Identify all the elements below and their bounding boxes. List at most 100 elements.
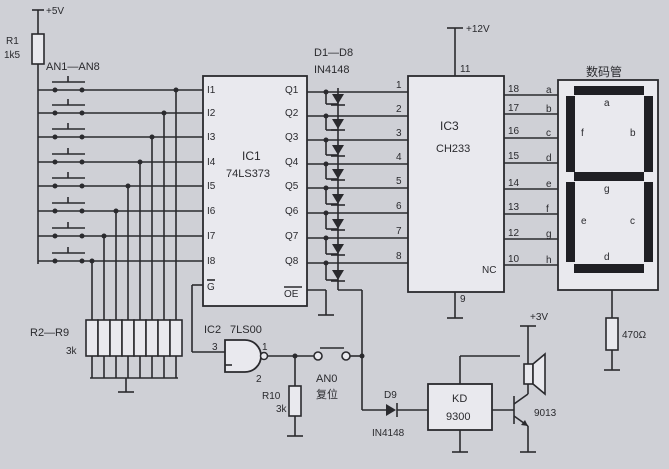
ic3-line-f: f [546,204,549,215]
ic1-name: IC1 [242,149,261,163]
ic3-pin-10: 10 [508,254,520,265]
ic3-pin-16: 16 [508,126,520,137]
ic1-pin-q4: Q4 [285,157,299,168]
segment-a [574,86,644,95]
ic3-pin-4: 4 [396,152,402,163]
ic3-line-b: b [546,104,552,115]
segment-c [644,182,653,262]
ic1-pin-i8: I8 [207,256,216,267]
r1-section: +5V R1 1k5 AN1—AN8 [4,6,100,264]
r2-r9-name: R2—R9 [30,327,69,339]
ic1-pin-q7: Q7 [285,231,299,242]
ic1-pin-q6: Q6 [285,206,299,217]
ic3-pin-13: 13 [508,202,520,213]
ic3-pin-18: 18 [508,84,520,95]
an0-name: AN0 [316,373,337,385]
diode-d9: D9 IN4148 [362,390,428,439]
r1-name: R1 [6,36,19,47]
ic3-pin-5: 5 [396,176,402,187]
ic3-pin-9: 9 [460,294,466,305]
ic3-pin-12: 12 [508,228,520,239]
pushbutton-5[interactable] [38,172,85,189]
segment-d [574,264,644,273]
segment-g [574,172,644,181]
resistor-470-value: 470Ω [622,330,647,341]
seg-label-b: b [630,128,636,139]
plus12v-label: +12V [466,24,490,35]
ic2-pin-2: 2 [256,374,262,385]
seg-label-c: c [630,216,635,227]
transistor-part: 9013 [534,408,557,419]
ic3-line-d: d [546,153,552,164]
ic3-pin-15: 15 [508,151,520,162]
seg-label-e: e [581,216,587,227]
ic1-chip: IC1 74LS373 I1 I2 I3 I4 I5 I6 I7 I8 G Q1… [191,75,334,353]
pushbutton-2[interactable] [38,99,85,116]
pushbutton-4[interactable] [38,148,85,165]
ic3-line-c: c [546,128,551,139]
ic2-part: 7LS00 [230,324,262,336]
buttons-label: AN1—AN8 [46,61,100,73]
kd-chip: KD 9300 [427,355,520,453]
ic2-pin-1: 1 [262,342,268,353]
ic3-pin-1: 1 [396,80,402,91]
ic3-line-a: a [546,85,552,96]
ic1-pin-q2: Q2 [285,108,299,119]
reset-switch-an0[interactable]: AN0 复位 [313,347,365,401]
ic3-pin-2: 2 [396,104,402,115]
ic1-pin-q8: Q8 [285,256,299,267]
seg-label-f: f [581,128,584,139]
ic3-pin-11: 11 [460,64,471,75]
pushbutton-7[interactable] [38,222,85,239]
seg-label-d: d [604,252,610,263]
pushbutton-3[interactable] [38,123,85,140]
seg-label-a: a [604,98,610,109]
ic3-part: CH233 [436,143,470,155]
ic1-pin-i7: I7 [207,231,216,242]
ic3-name: IC3 [440,119,459,133]
an0-label: 复位 [316,387,338,401]
d9-name: D9 [384,390,397,401]
ic1-pin-g: G [207,282,215,293]
resistor-470 [605,317,619,351]
ic2-gate: IC2 7LS00 3 1 2 [204,324,314,386]
ic3-pin-6: 6 [396,201,402,212]
r10-name: R10 [262,391,281,402]
ic3-line-h: h [546,255,552,266]
pushbutton-1[interactable] [38,76,85,93]
ic3-pin-3: 3 [396,128,402,139]
pushbutton-6[interactable] [38,197,85,214]
ic3-line-g: g [546,229,552,240]
r10-value: 3k [276,404,288,415]
ic1-pin-i3: I3 [207,132,216,143]
seg-label-g: g [604,184,610,195]
segment-f [566,96,575,172]
r2-r9-value: 3k [66,346,78,357]
r1-value: 1k5 [4,50,21,61]
ic3-line-e: e [546,179,552,190]
r1-resistor [31,33,45,65]
button-array [38,76,85,264]
ic1-pin-i6: I6 [207,206,216,217]
segment-e [566,182,575,262]
ic2-pin-3: 3 [212,342,218,353]
diodes-label: D1—D8 [314,47,353,59]
pushbutton-8[interactable] [38,247,85,264]
kd-part: 9300 [446,411,470,423]
ic1-pin-i5: I5 [207,181,216,192]
ic3-chip: +12V 11 IC3 CH233 1 2 3 4 5 6 7 8 18 17 … [396,24,558,319]
d9-part: IN4148 [372,428,405,439]
display-title: 数码管 [586,64,622,79]
segment-b [644,96,653,172]
input-wiring [82,87,203,320]
ic2-name: IC2 [204,324,221,336]
ic1-pin-q3: Q3 [285,132,299,143]
ic1-pin-q1: Q1 [285,85,299,96]
transistor-9013: 9013 [513,384,557,453]
plus3v-label: +3V [530,312,548,323]
ic3-pin-7: 7 [396,226,402,237]
output-wiring [307,89,408,281]
ic1-pin-i4: I4 [207,157,216,168]
